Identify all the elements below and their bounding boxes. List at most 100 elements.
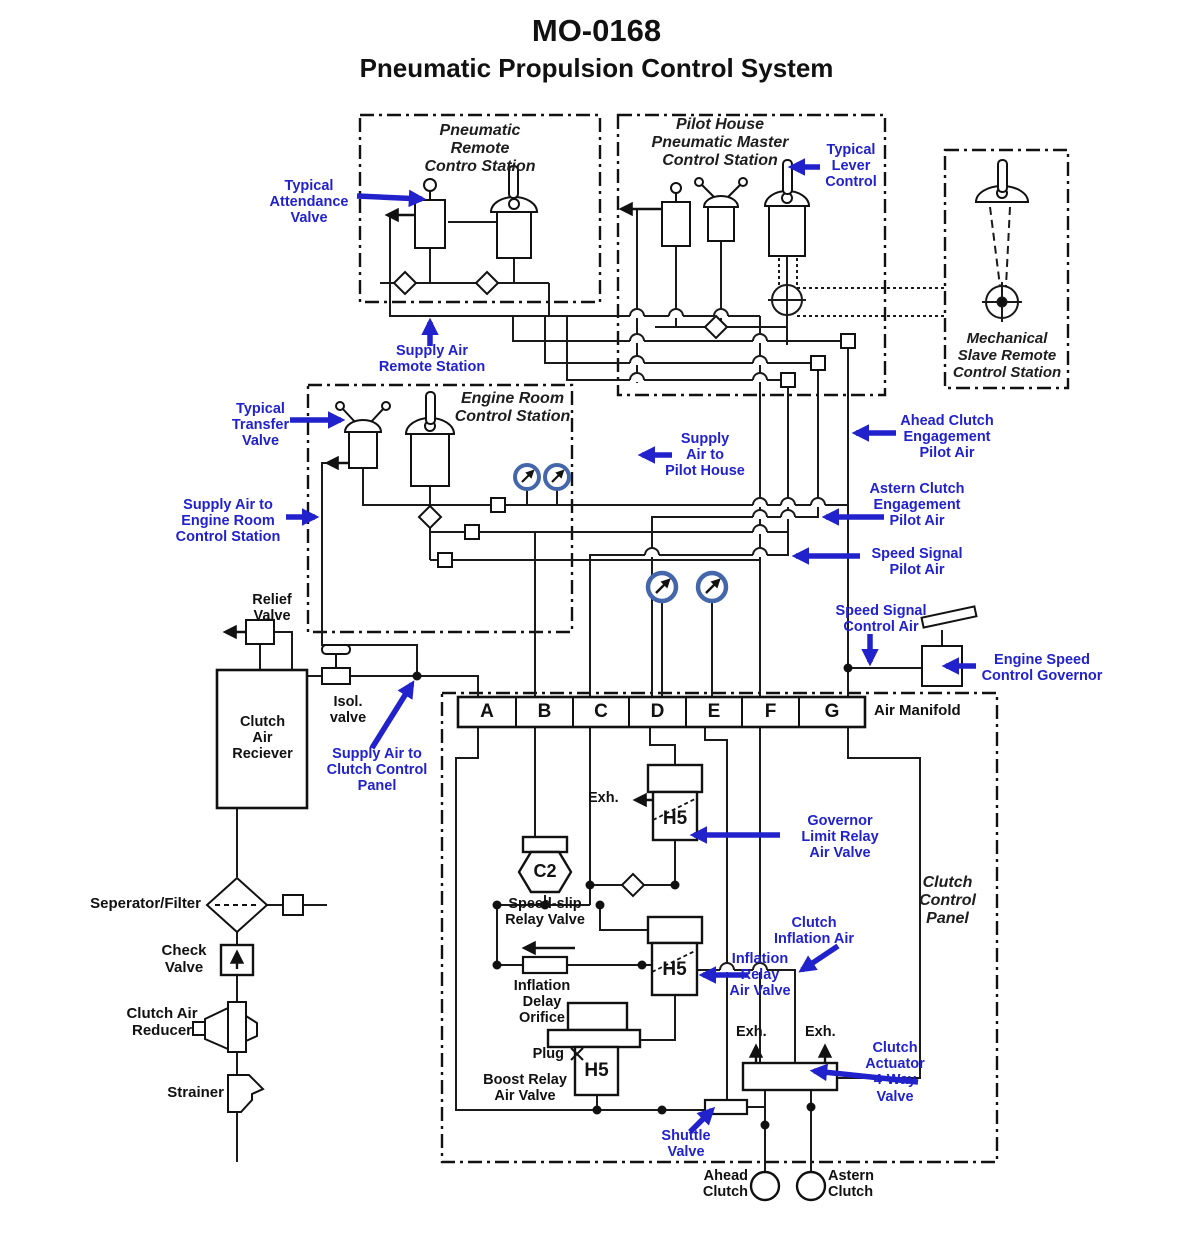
annotation-arrow-icon [688,1106,716,1134]
clutch-ports [749,1170,827,1202]
station-label-pneumatic-remote: Pneumatic Remote Contro Station [424,122,536,175]
strainer [227,1074,265,1113]
check-diamond-icon [392,270,418,296]
label-plug: Plug [532,1046,564,1062]
label-speed-signal-control-air: Speed Signal Control Air [835,603,927,636]
linkage-lines [778,206,1011,317]
label-shuttle-valve: Shuttle Valve [661,1128,711,1161]
label-supply-air-engine-room: Supply Air to Engine Room Control Statio… [175,497,281,546]
label-check-valve: Check Valve [161,942,207,976]
label-typical-attendance-valve: Typical Attendance Valve [269,178,349,227]
label-astern-clutch-pilot-air: Astern Clutch Engagement Pilot Air [869,481,965,530]
clutch-panel-box [440,691,999,1164]
station-label-engine-room: Engine Room Control Station [454,390,571,425]
check-diamond-icon [620,872,646,898]
station-label-pilot-house: Pilot House Pneumatic Master Control Sta… [651,116,789,169]
lever-mech-slave [974,159,1030,203]
label-typical-lever-control: Typical Lever Control [825,142,877,191]
annotation-arrow-icon [809,1063,919,1085]
annotation-arrow-icon [798,943,840,973]
label-boost-relay-valve: Boost Relay Air Valve [483,1072,567,1105]
check-diamond-icon [417,504,443,530]
label-astern-clutch: Astern Clutch [828,1168,874,1201]
attendance-valve-remote [414,178,446,249]
page-subtitle: Pneumatic Propulsion Control System [359,53,834,83]
station-label-mech-slave: Mechanical Slave Remote Control Station [952,330,1062,381]
label-clutch-inflation-air: Clutch Inflation Air [773,915,854,948]
label-relief-valve: Relief Valve [252,592,292,625]
label-speed-slip-relay: Speed-slip Relay Valve [505,896,585,929]
label-exh-ahead: Exh. [736,1024,767,1040]
remote-station-box [358,113,602,304]
label-typical-transfer-valve: Typical Transfer Valve [231,401,290,450]
clutch-air-reducer [192,1001,258,1053]
label-supply-air-remote: Supply Air Remote Station [378,343,486,376]
label-speed-signal-pilot-air: Speed Signal Pilot Air [871,546,963,579]
valve-tag-h5-boost: H5 [584,1060,609,1081]
label-clutch-air-reducer: Clutch Air Reducer [126,1005,198,1039]
manifold-port-f: F [764,701,777,722]
line-squares [437,333,856,568]
governor-limit-relay-valve [646,763,704,842]
annotation-arrow-icon [369,680,415,750]
label-clutch-actuator-4way: Clutch Actuator 4-Way Valve [865,1040,925,1105]
lever-valve-engine [404,391,456,487]
valve-tag-h5-governor: H5 [662,808,688,829]
clutch-actuator-4way-valve [741,1061,839,1092]
annotation-arrow-icon [356,189,427,208]
valve-tag-c2: C2 [533,861,557,881]
check-diamond-icon [703,314,729,340]
check-diamond-icon [474,270,500,296]
crosshair-mech-slave [982,282,1022,322]
inflation-relay-valve [646,915,704,997]
pressure-gauges [513,463,729,604]
label-exh-governor-relay: Exh. [588,790,619,806]
separator-filter [205,876,304,934]
manifold-port-a: A [480,701,494,722]
label-air-manifold: Air Manifold [874,702,961,719]
station-label-clutch-panel: Clutch Control Panel [919,874,976,927]
black-arrows [222,201,833,1063]
mech-slave-box [943,148,1070,390]
manifold-port-d: D [650,701,665,722]
boost-relay-valve [546,1001,642,1097]
crosshair-pilot [768,281,806,319]
label-supply-air-clutch-panel: Supply Air to Clutch Control Panel [326,746,428,795]
pipe-hops [629,308,826,972]
label-isol-valve: Isol. valve [329,694,367,727]
label-ahead-clutch-pilot-air: Ahead Clutch Engagement Pilot Air [900,413,994,462]
check-diamonds [392,270,729,898]
label-separator-filter: Seperator/Filter [90,895,201,912]
lever-valve-pilot [763,159,811,257]
transfer-valve-pilot [694,177,748,242]
air-manifold [456,695,867,729]
ahead-clutch-icon [749,1170,781,1202]
speed-slip-relay-valve [517,835,573,894]
manifold-port-g: G [824,701,840,722]
label-supply-air-pilot-house: Supply Air to Pilot House [665,431,745,480]
annotation-arrows [286,158,976,1134]
manifold-port-b: B [537,701,552,722]
astern-clutch-icon [795,1170,827,1202]
valve-tag-h5-inflation: H5 [662,959,687,980]
check-valve [219,943,255,977]
page-title: MO-0168 [531,13,662,48]
station-boxes [306,113,1070,1164]
inflation-delay-orifice [521,955,569,975]
junction-dots [412,663,853,1130]
clutch-air-receiver [215,668,309,810]
label-ahead-clutch: Ahead Clutch [702,1168,748,1201]
pilot-house-box [616,113,887,397]
attendance-valve-pilot [661,182,691,247]
manifold-port-e: E [707,701,721,722]
label-inflation-relay-valve: Inflation Relay Air Valve [729,951,791,1000]
lever-valve-remote [489,165,539,259]
label-clutch-air-receiver: Clutch Air Reciever [232,714,293,763]
label-strainer: Strainer [167,1084,224,1101]
label-governor-limit-relay: Governor Limit Relay Air Valve [801,813,879,862]
manifold-port-c: C [594,701,608,722]
isolation-valve [321,644,351,685]
label-inflation-delay-orifice: Inflation Delay Orifice [513,978,571,1027]
